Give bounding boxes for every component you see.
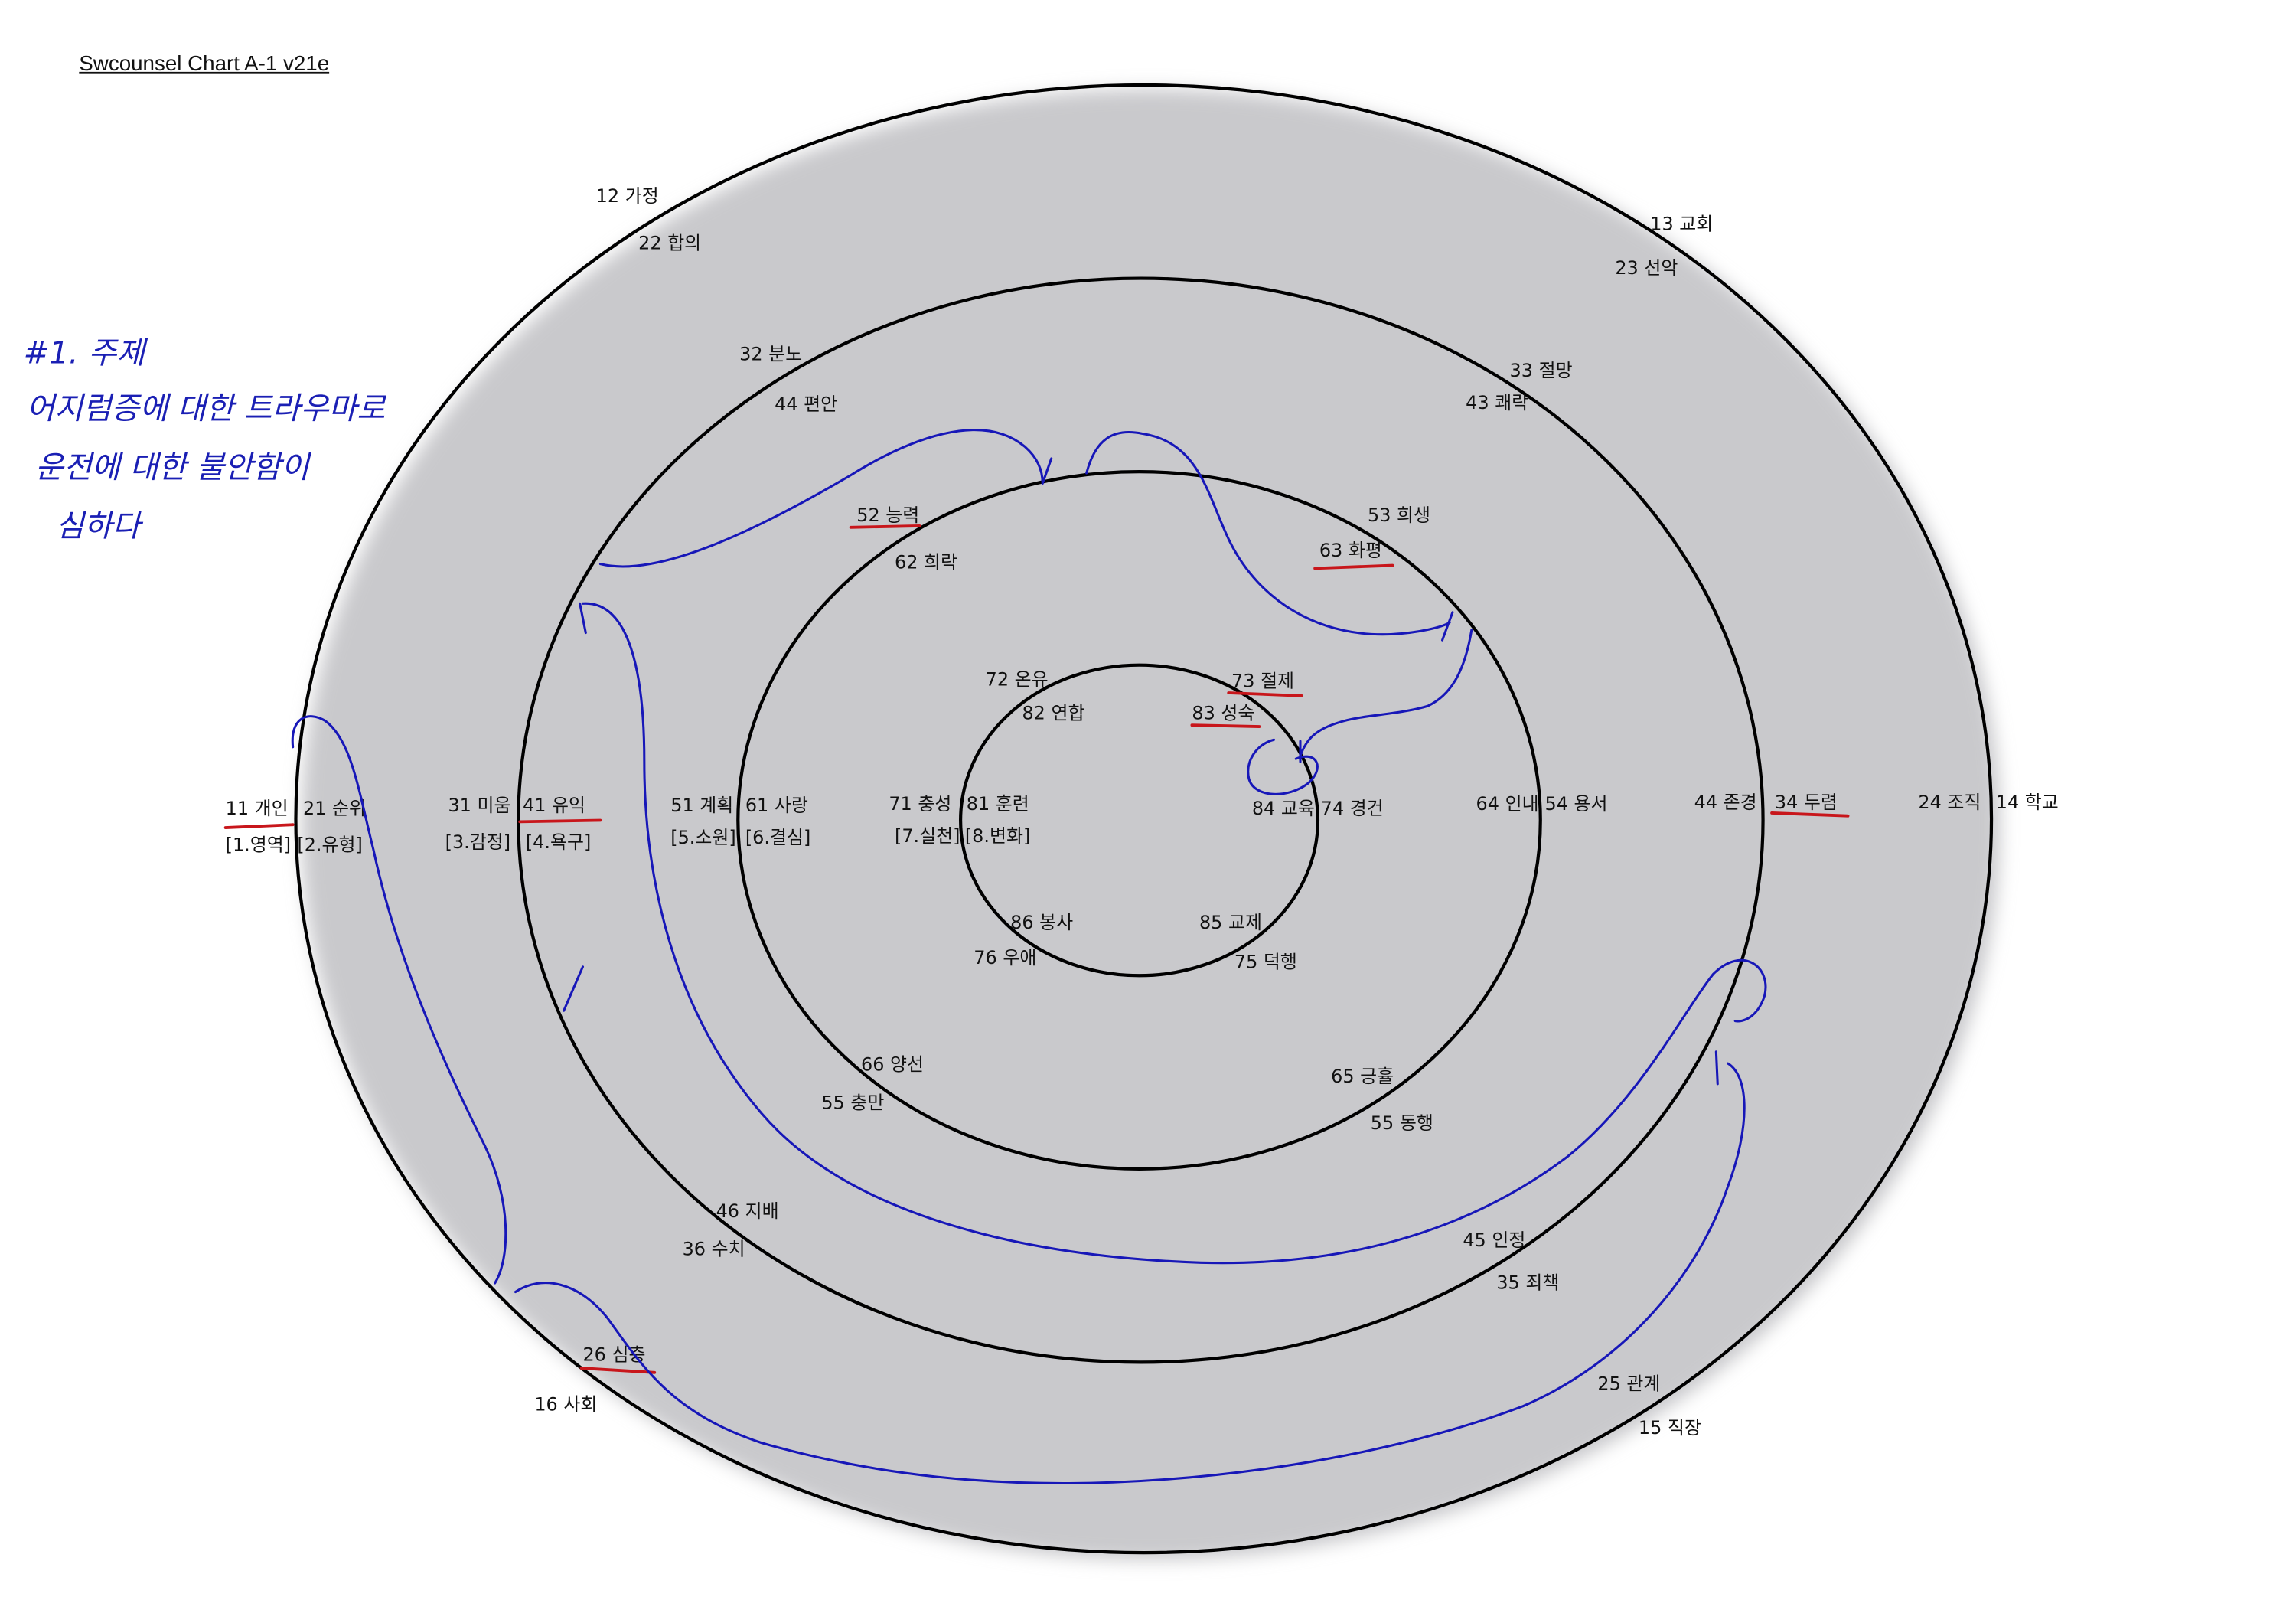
ring-label: 83 성숙 — [1192, 702, 1254, 723]
ring-label: 63 화평 — [1319, 540, 1382, 561]
ink-curve — [581, 602, 1767, 1265]
ring-labels: 12 가정 22 합의 13 교회 23 선악 32 분노 44 편안 33 절… — [226, 185, 2059, 1438]
ring-label: 65 긍휼 — [1331, 1066, 1394, 1087]
ring-label: 23 선악 — [1615, 257, 1678, 279]
ring-label: 41 유익 — [523, 795, 585, 816]
ring-label: 14 학교 — [1996, 792, 2059, 813]
ring-label: 62 희락 — [895, 551, 957, 573]
ring-label: 82 연합 — [1022, 702, 1084, 723]
third-ring — [736, 470, 1542, 1171]
ring-label: 31 미움 — [448, 795, 510, 816]
ring-label: 55 충만 — [821, 1092, 884, 1113]
inner-ring — [958, 663, 1320, 978]
ring-label: 86 봉사 — [1010, 912, 1073, 933]
underline-mark — [223, 823, 295, 829]
underline-mark — [579, 1367, 657, 1374]
ring-label: 71 충성 — [889, 793, 951, 815]
underline-mark — [1227, 691, 1303, 697]
underline-mark — [1190, 723, 1261, 728]
ink-curve — [291, 715, 507, 1285]
ring-label: 16 사회 — [534, 1394, 597, 1416]
ring-label: 73 절제 — [1231, 670, 1294, 691]
ring-label: 33 절망 — [1510, 360, 1573, 381]
ring-label: 54 용서 — [1544, 793, 1607, 815]
ring-label: 26 심층 — [582, 1344, 645, 1365]
ring-label: 12 가정 — [596, 185, 659, 207]
ring-label: [6.결심] — [745, 827, 810, 848]
note-line: 운전에 대한 불안함이 — [35, 450, 312, 485]
ring-label: 44 편안 — [775, 394, 837, 415]
ring-label: 15 직장 — [1639, 1417, 1701, 1438]
note-line: 어지럼증에 대한 트라우마로 — [26, 391, 386, 426]
ring-label: 84 교육 — [1252, 798, 1315, 819]
ring-label: [8.변화] — [965, 825, 1030, 847]
ink-arrow — [1085, 430, 1454, 642]
ring-label: 61 사랑 — [745, 795, 808, 816]
red-underlines — [223, 524, 1850, 1374]
ink-tick — [1714, 1050, 1719, 1086]
ring-label: 46 지배 — [716, 1200, 779, 1222]
ring-label: [5.소원] — [670, 827, 735, 848]
ring-label: 21 순위 — [303, 798, 366, 819]
underline-mark — [1770, 812, 1850, 818]
ring-label: [7.실천] — [895, 825, 960, 847]
note-line: 심하다 — [56, 508, 144, 544]
ring-label: 81 훈련 — [967, 793, 1029, 815]
ring-label: [3.감정] — [445, 831, 510, 853]
ring-label: 35 죄책 — [1496, 1272, 1559, 1294]
second-ring — [517, 276, 1765, 1364]
ring-label: 76 우애 — [974, 947, 1036, 968]
ring-label: [4.욕구] — [526, 831, 591, 853]
ring-label: 53 희생 — [1368, 505, 1430, 526]
ink-tick — [579, 602, 587, 635]
underline-mark — [518, 818, 602, 824]
chart-title: Swcounsel Chart A-1 v21e — [79, 51, 329, 75]
ring-label: 36 수치 — [683, 1239, 745, 1260]
outer-ring — [294, 83, 1994, 1555]
handwritten-note: #1. 주제 어지럼증에 대한 트라우마로 운전에 대한 불안함이 심하다 — [24, 336, 387, 544]
ring-label: 24 조직 — [1918, 792, 1981, 813]
ring-label: [1.영역] — [226, 834, 291, 856]
ring-label: 72 온유 — [986, 668, 1049, 690]
ring-label: 66 양선 — [861, 1054, 924, 1076]
underline-mark — [1313, 563, 1394, 570]
ring-label: 43 쾌락 — [1466, 392, 1528, 413]
ring-label: 55 동행 — [1371, 1112, 1433, 1134]
ring-label: 11 개인 — [226, 798, 289, 819]
ink-loop — [1247, 629, 1473, 795]
handwritten-arrows — [291, 429, 1767, 1485]
ring-label: 22 합의 — [638, 232, 701, 253]
ink-tick — [563, 965, 585, 1012]
note-line: #1. 주제 — [24, 336, 149, 371]
ring-label: 51 계획 — [670, 795, 733, 816]
ring-label: 34 두렴 — [1775, 792, 1838, 813]
ring-label: [2.유형] — [297, 834, 362, 856]
ring-label: 44 존경 — [1694, 792, 1757, 813]
ink-arrow — [598, 429, 1053, 568]
ring-label: 25 관계 — [1597, 1373, 1660, 1395]
ring-label: 85 교제 — [1199, 912, 1262, 933]
disc-shadow — [302, 89, 2001, 1560]
ring-label: 74 경건 — [1321, 798, 1384, 819]
ring-label: 75 덕행 — [1234, 952, 1297, 973]
ring-label: 32 분노 — [739, 344, 802, 365]
ring-label: 45 인정 — [1463, 1229, 1525, 1251]
ink-curve — [514, 1062, 1746, 1485]
ring-label: 64 인내 — [1476, 793, 1539, 815]
ring-label: 52 능력 — [856, 505, 919, 526]
ring-label: 13 교회 — [1650, 213, 1713, 234]
underline-mark — [849, 524, 921, 529]
